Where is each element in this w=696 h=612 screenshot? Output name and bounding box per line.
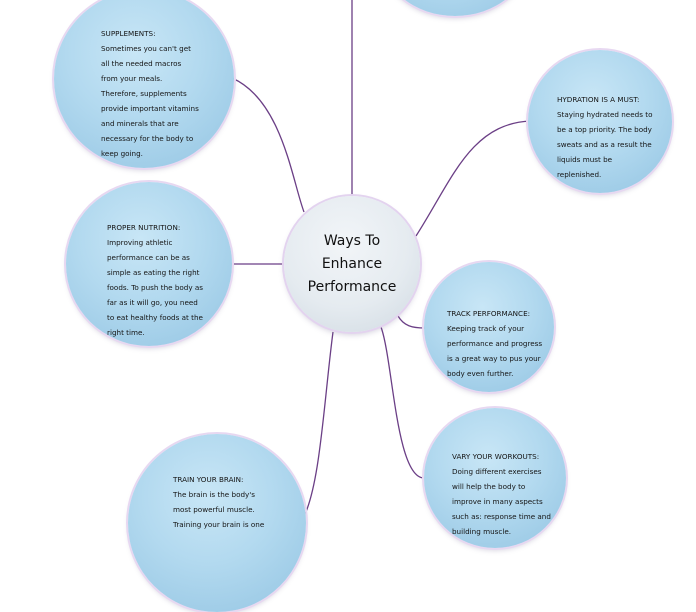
nutrition-heading: PROPER NUTRITION:	[107, 223, 181, 232]
hydration-body: Staying hydrated needs to be a top prior…	[557, 110, 653, 179]
track-text: TRACK PERFORMANCE: Keeping track of your …	[447, 291, 542, 381]
supplements-heading: SUPPLEMENTS:	[101, 29, 156, 38]
connector-vary	[380, 326, 425, 479]
hydration-text: HYDRATION IS A MUST: Staying hydrated nee…	[557, 77, 652, 182]
nutrition-text: PROPER NUTRITION: Improving athletic perf…	[107, 205, 203, 340]
bubble-track-performance[interactable]	[424, 262, 554, 392]
hydration-heading: HYDRATION IS A MUST:	[557, 95, 640, 104]
vary-heading: VARY YOUR WORKOUTS:	[452, 452, 540, 461]
bubble-hydration[interactable]	[528, 50, 672, 193]
track-body: Keeping track of your performance and pr…	[447, 324, 543, 378]
connector-lines	[230, 0, 531, 520]
vary-body: Doing different exercises will help the …	[452, 467, 551, 536]
brain-heading: TRAIN YOUR BRAIN:	[173, 475, 244, 484]
connector-track	[397, 315, 426, 329]
connector-brain	[301, 331, 334, 520]
track-heading: TRACK PERFORMANCE:	[447, 309, 531, 318]
supplements-body: Sometimes you can't get all the needed m…	[101, 44, 199, 158]
supplements-text: SUPPLEMENTS: Sometimes you can't get all …	[101, 11, 199, 161]
brain-body: The brain is the body's most powerful mu…	[173, 490, 265, 529]
connector-supplements	[231, 77, 305, 213]
brain-text: TRAIN YOUR BRAIN: The brain is the body's…	[173, 457, 264, 532]
connector-hydration	[415, 120, 531, 237]
nutrition-body: Improving athletic performance can be as…	[107, 238, 204, 337]
central-topic[interactable]: Ways To Enhance Performance	[284, 196, 420, 332]
vary-text: VARY YOUR WORKOUTS: Doing different exerc…	[452, 434, 551, 539]
bubble-supplements[interactable]	[54, 0, 234, 168]
central-topic-title: Ways To Enhance Performance	[307, 232, 397, 295]
bubble-nutrition[interactable]	[66, 182, 232, 346]
